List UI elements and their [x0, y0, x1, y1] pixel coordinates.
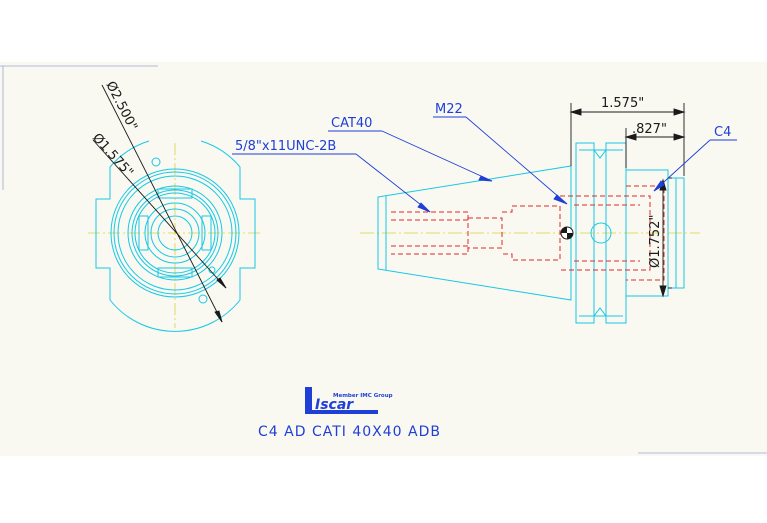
nose-length-arrow-l [624, 133, 637, 141]
ring-mid-1 [127, 185, 223, 281]
ring-outer-3 [117, 175, 233, 291]
side-view-hidden [391, 185, 665, 281]
end-view-dimensions [92, 84, 227, 323]
m22-leader [465, 116, 568, 205]
nose-length-arrow-r [673, 133, 686, 141]
thread-leader [355, 153, 431, 213]
taper-leader-arrow [478, 175, 493, 182]
logo-wordmark: Iscar [315, 397, 354, 413]
hidden-collet-pocket [560, 195, 651, 271]
hidden-nose-bore [626, 185, 665, 281]
overall-length-arrow-r [673, 108, 686, 116]
center-mark-fill [561, 227, 573, 239]
nose-body [625, 169, 669, 297]
outer-diameter-line [101, 84, 223, 323]
collet-leader-arrow [653, 180, 665, 192]
metric-thread-callout: M22 [435, 102, 463, 117]
inner-diameter-arrow [216, 277, 227, 289]
ring-mid-3 [134, 192, 216, 274]
part-name: C4 AD CATI 40X40 ADB [258, 424, 441, 440]
collet-key-left [138, 215, 149, 251]
thread-callout: 5/8"x11UNC-2B [235, 139, 336, 154]
flange-outline [95, 140, 256, 332]
taper-shank [377, 165, 572, 301]
callout-leaders [232, 116, 737, 213]
collet-callout: C4 [714, 125, 731, 140]
nose-tip [667, 177, 685, 289]
thread-leader-arrow [417, 202, 431, 213]
ring-mid-2 [131, 189, 219, 277]
taper-callout: CAT40 [331, 116, 372, 131]
center-mark [560, 226, 574, 240]
hidden-relief [468, 217, 503, 249]
hidden-thread-inner [391, 219, 468, 247]
drive-hole-top [151, 157, 161, 167]
flange-rear [605, 142, 627, 324]
drawing-paper [0, 62, 767, 456]
end-view [88, 140, 262, 332]
hidden-pocket-inner [574, 204, 640, 262]
flange-front [575, 142, 595, 324]
nose-cross-hole [590, 222, 612, 244]
drive-hole-bottom [198, 294, 208, 304]
collet-key-bottom [157, 267, 193, 278]
ring-inner-1 [144, 202, 206, 264]
side-view-dimensions [569, 103, 686, 298]
collet-leader [653, 139, 711, 192]
overall-length-arrow-l [569, 108, 582, 116]
bore [157, 215, 193, 251]
ring-inner-2 [150, 208, 200, 258]
nose-diameter-label: Ø1.752" [648, 215, 663, 268]
side-view [360, 142, 700, 324]
taper-leader [381, 130, 493, 182]
iscar-logo: Member IMC Group Iscar [305, 387, 393, 414]
logo-tagline: Member IMC Group [333, 393, 393, 399]
m22-leader-arrow [553, 194, 568, 205]
nose-diameter-arrow-b [659, 285, 667, 298]
overall-length-label: 1.575" [601, 96, 644, 111]
inner-diameter-line [92, 139, 227, 289]
outer-diameter-arrow [214, 310, 223, 323]
hidden-thread-bore [391, 211, 469, 255]
ring-outer-1 [110, 168, 240, 298]
collet-key-right [201, 215, 212, 251]
hidden-m22-bore [502, 205, 561, 261]
logo-swoosh [305, 387, 378, 414]
nose-length-label: .827" [632, 122, 667, 137]
ring-outer-2 [113, 171, 237, 295]
